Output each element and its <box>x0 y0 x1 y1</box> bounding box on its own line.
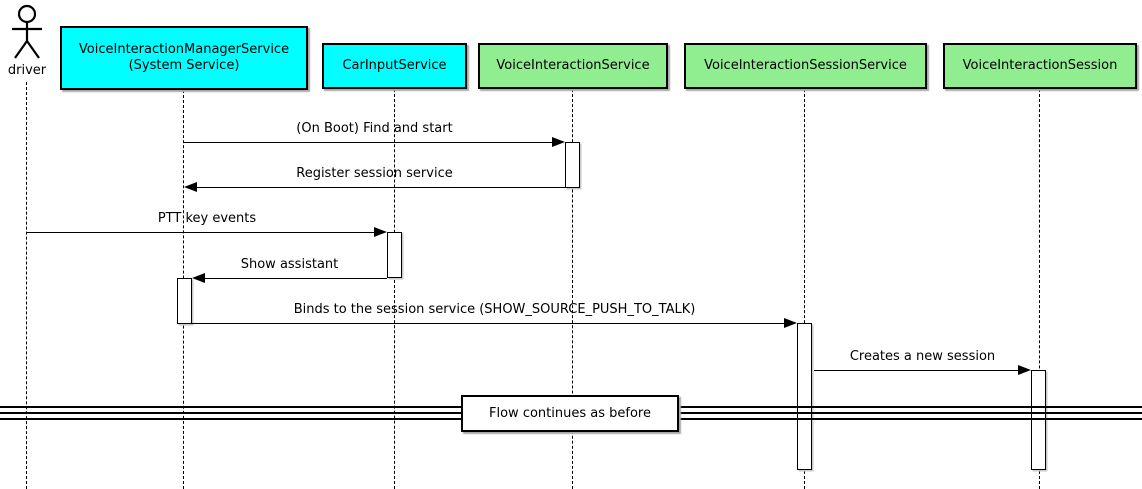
message-3-label: PTT key events <box>157 211 257 226</box>
message-6-label: Creates a new session <box>849 349 996 364</box>
lifeline-voiceinteractionservice <box>572 89 573 489</box>
message-3-line <box>27 232 381 233</box>
divider-label: Flow continues as before <box>489 406 651 421</box>
participant-label: VoiceInteractionManagerService <box>78 41 290 57</box>
message-1-label: (On Boot) Find and start <box>296 121 453 136</box>
message-5-label: Binds to the session service (SHOW_SOURC… <box>293 302 696 317</box>
activation-voiceinteractionservice <box>565 142 580 188</box>
lifeline-voiceinteractionsession <box>1039 89 1040 489</box>
lifeline-voiceinteractionsessionservice <box>804 89 805 489</box>
arrowhead-right-icon <box>374 227 387 237</box>
divider-label-box: Flow continues as before <box>461 395 679 432</box>
arrowhead-left-icon <box>192 273 205 283</box>
actor-label: driver <box>7 63 47 78</box>
participant-voiceinteractionservice: VoiceInteractionService <box>478 43 668 89</box>
arrowhead-right-icon <box>784 318 797 328</box>
arrowhead-right-icon <box>552 137 565 147</box>
activation-voiceinteractionsessionservice <box>797 323 812 470</box>
activation-voiceinteractionmanagerservice <box>177 278 192 324</box>
participant-label: VoiceInteractionService <box>496 57 650 73</box>
activation-voiceinteractionsession <box>1031 370 1046 470</box>
lifeline-driver <box>26 82 27 489</box>
message-6-line <box>814 370 1025 371</box>
participant-label: VoiceInteractionSessionService <box>704 57 907 73</box>
message-1-line <box>184 142 559 143</box>
message-4-line <box>200 278 387 279</box>
activation-carinputservice <box>387 232 402 278</box>
participant-voiceinteractionsessionservice: VoiceInteractionSessionService <box>684 43 927 89</box>
participant-label: VoiceInteractionSession <box>962 57 1118 73</box>
lifeline-carinputservice <box>394 89 395 489</box>
participant-sublabel: (System Service) <box>128 58 240 73</box>
actor-driver <box>9 4 45 62</box>
message-5-line <box>192 323 791 324</box>
arrowhead-left-icon <box>184 182 197 192</box>
participant-carinputservice: CarInputService <box>322 43 467 89</box>
message-4-label: Show assistant <box>240 257 339 272</box>
person-icon <box>12 4 42 59</box>
message-2-label: Register session service <box>296 166 453 181</box>
arrowhead-right-icon <box>1018 365 1031 375</box>
participant-voiceinteractionmanagerservice: VoiceInteractionManagerService (System S… <box>60 26 308 90</box>
participant-voiceinteractionsession: VoiceInteractionSession <box>943 43 1137 89</box>
message-2-line <box>192 187 565 188</box>
participant-label: CarInputService <box>342 57 447 73</box>
